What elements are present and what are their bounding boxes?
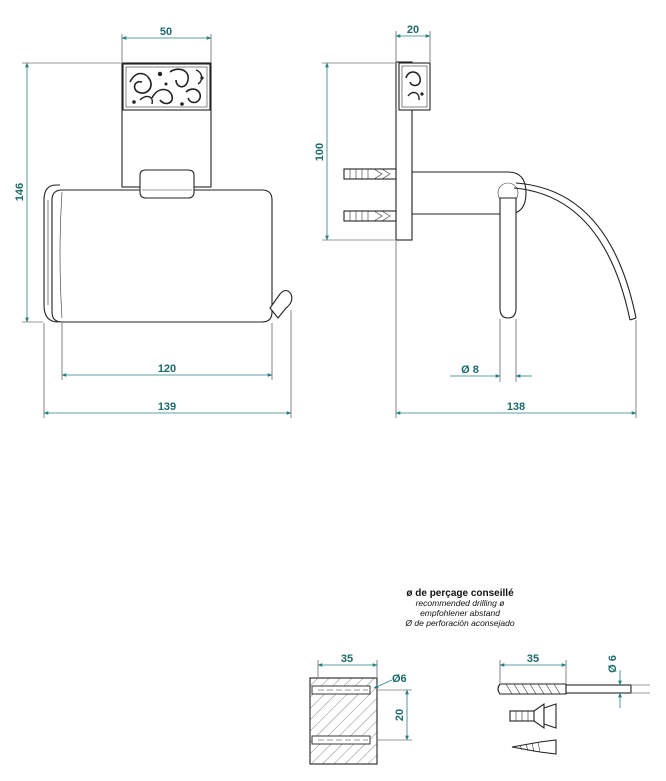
dim-front-inner-width: 120: [158, 363, 176, 375]
drilling-block-section: 35 Ø6 20: [309, 653, 412, 765]
dim-front-total-width: 139: [158, 401, 176, 413]
front-cover: [51, 189, 273, 323]
front-hinge-clip: [139, 169, 195, 199]
side-wall-plate: [395, 61, 413, 241]
drilling-caption: ø de perçage conseillé recommended drill…: [404, 588, 514, 628]
front-left-hook: [43, 184, 60, 323]
drill-bit: [497, 683, 632, 695]
front-decor-panel: [122, 63, 211, 111]
side-view: 20 100 Ø 8 138: [314, 24, 637, 418]
dim-drill-length: 35: [527, 653, 539, 665]
front-view: 50 146 120 139: [14, 26, 293, 418]
screw: [511, 739, 557, 755]
front-roll-tail: [269, 289, 293, 319]
caption-german: empfohlener abstand: [420, 608, 500, 618]
drill-hardware: 35 Ø 6: [497, 653, 650, 755]
caption-french: ø de perçage conseillé: [406, 588, 514, 599]
dim-block-hole-diameter: Ø6: [392, 673, 407, 685]
dim-side-top-width: 20: [407, 24, 419, 36]
dim-side-height: 100: [314, 143, 326, 161]
wall-plug: [509, 702, 557, 730]
dim-block-width: 35: [341, 653, 353, 665]
caption-spanish: Ø de perforación aconsejado: [404, 618, 514, 628]
side-cover-curve: [515, 182, 637, 319]
dim-drill-diameter: Ø 6: [607, 655, 619, 673]
dim-front-top-width: 50: [160, 26, 172, 38]
side-wall-plugs: [343, 168, 397, 222]
dim-side-total-width: 138: [507, 401, 525, 413]
dim-block-spacing: 20: [394, 709, 406, 721]
caption-english: recommended drilling ø: [416, 598, 505, 608]
dim-front-height: 146: [14, 183, 26, 201]
dim-side-rod-diameter: Ø 8: [461, 364, 479, 376]
side-decor-panel: [398, 62, 431, 111]
side-rod: [499, 197, 517, 319]
